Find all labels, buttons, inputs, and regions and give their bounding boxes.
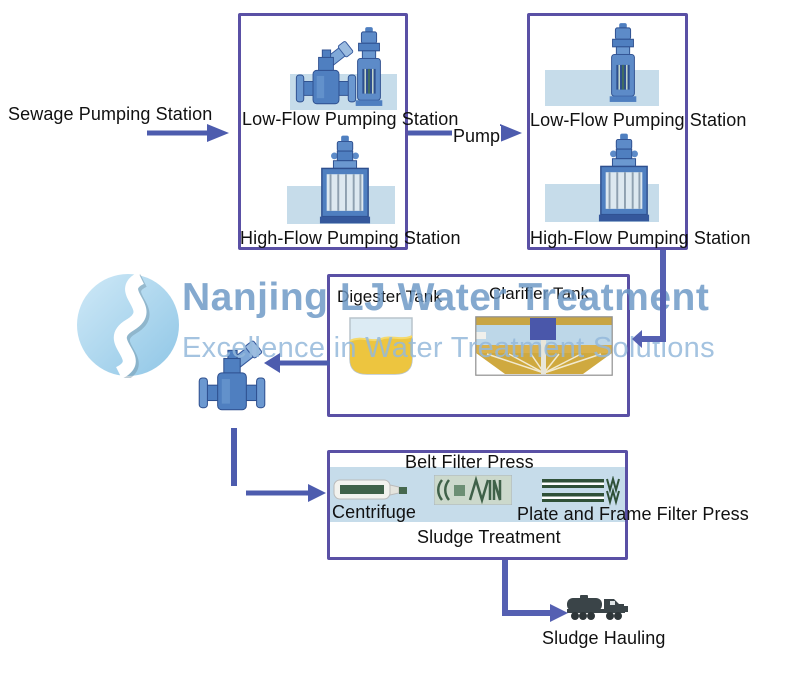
station1-high-flow-label: High-Flow Pumping Station — [240, 228, 461, 248]
square-pump-icon — [319, 135, 371, 224]
sludge-treatment-box: Belt Filter Press — [327, 450, 749, 560]
sludge-hauling-label: Sludge Hauling — [542, 628, 666, 648]
arrow-tanks-to-pump — [264, 353, 330, 373]
submersible-pump-icon — [609, 23, 637, 102]
clarifier-tank-label: Clarifier Tank — [489, 284, 590, 303]
clarifier-tank-icon — [475, 316, 613, 376]
station1-low-flow-label: Low-Flow Pumping Station — [242, 109, 459, 129]
arrow-sludge-to-hauling — [502, 560, 568, 622]
tank-treatment-box: Digester Tank Clarifier Tank — [327, 274, 630, 417]
sludge-truck-icon — [567, 595, 628, 620]
plate-frame-press-label: Plate and Frame Filter Press — [517, 504, 749, 524]
digester-tank-label: Digester Tank — [337, 287, 442, 306]
valve-pump-icon — [295, 41, 357, 105]
arrow-to-sludge-treatment — [246, 484, 326, 502]
arrow-sewage-to-station1 — [147, 124, 229, 142]
station2-high-flow-label: High-Flow Pumping Station — [530, 228, 751, 248]
station2-low-flow-label: Low-Flow Pumping Station — [530, 110, 747, 130]
sewage-pumping-station-label: Sewage Pumping Station — [8, 104, 213, 124]
brand-logo-icon — [77, 272, 179, 378]
pumping-station-1-box: Low-Flow Pumping Station High-Flow Pumpi… — [238, 13, 461, 250]
pump-label: Pump — [452, 126, 502, 147]
belt-filter-press-label: Belt Filter Press — [405, 452, 534, 472]
centrifuge-label: Centrifuge — [332, 502, 417, 522]
arrow-station2-to-tanks — [632, 250, 666, 348]
sludge-treatment-title: Sludge Treatment — [417, 527, 561, 547]
plate-frame-press-icon — [542, 476, 620, 506]
centrifuge-icon — [333, 479, 407, 500]
digester-tank-icon — [349, 317, 413, 375]
pumping-station-2-box: Low-Flow Pumping Station High-Flow Pumpi… — [527, 13, 751, 250]
belt-filter-press-icon — [434, 475, 512, 505]
line-pump-down — [231, 428, 237, 486]
water-band — [545, 70, 659, 106]
sludge-pump-icon — [198, 340, 266, 411]
square-pump-icon — [598, 133, 650, 222]
submersible-pump-icon — [355, 27, 383, 106]
